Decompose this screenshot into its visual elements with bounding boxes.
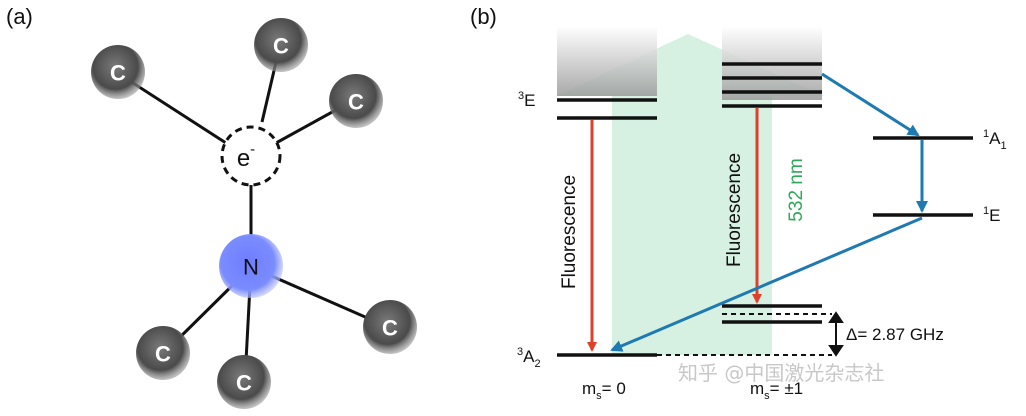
- carbon-atom: C: [329, 74, 383, 128]
- triplet-ground-label: 3A2: [517, 346, 541, 370]
- watermark: 知乎 @中国激光杂志社: [678, 361, 884, 385]
- splitting-label: Δ= 2.87 GHz: [846, 325, 944, 344]
- svg-text:N: N: [243, 255, 259, 280]
- singlet-a1-label: 1A1: [983, 128, 1007, 152]
- fluorescence-label-right: Fluorescence: [724, 153, 745, 267]
- ms0-label: ms= 0: [582, 379, 626, 402]
- svg-text:C: C: [273, 34, 289, 59]
- nitrogen-atom: N: [219, 234, 283, 298]
- ground-ms1-levels: [722, 304, 822, 324]
- fluorescence-label-left: Fluorescence: [559, 175, 580, 289]
- svg-text:C: C: [236, 371, 252, 396]
- isc-arrow-e-to-ground: [610, 216, 923, 352]
- ms1-label: ms= ±1: [750, 379, 803, 402]
- svg-text:C: C: [155, 342, 171, 367]
- svg-text:C: C: [382, 316, 398, 341]
- svg-text:C: C: [110, 61, 126, 86]
- carbon-atom: C: [363, 300, 417, 354]
- triplet-excited-levels: [557, 62, 822, 120]
- vacancy-site: e-: [220, 125, 282, 187]
- splitting-arrow: [828, 311, 844, 357]
- isc-arrow-to-a1: [821, 72, 920, 137]
- carbon-atom: C: [254, 18, 308, 72]
- laser-wavelength-label: 532 nm: [786, 158, 807, 221]
- carbon-atom: C: [217, 355, 271, 409]
- panel-b-label: (b): [470, 4, 497, 29]
- singlet-e-label: 1E: [983, 205, 1000, 225]
- svg-text:C: C: [348, 90, 364, 115]
- ms0-excited-vibronic-band: [557, 26, 657, 96]
- carbon-atom: C: [91, 45, 145, 99]
- triplet-excited-label: 3E: [518, 90, 535, 110]
- carbon-atom: C: [136, 326, 190, 380]
- svg-text:e-: e-: [237, 141, 255, 172]
- panel-a-label: (a): [6, 4, 33, 29]
